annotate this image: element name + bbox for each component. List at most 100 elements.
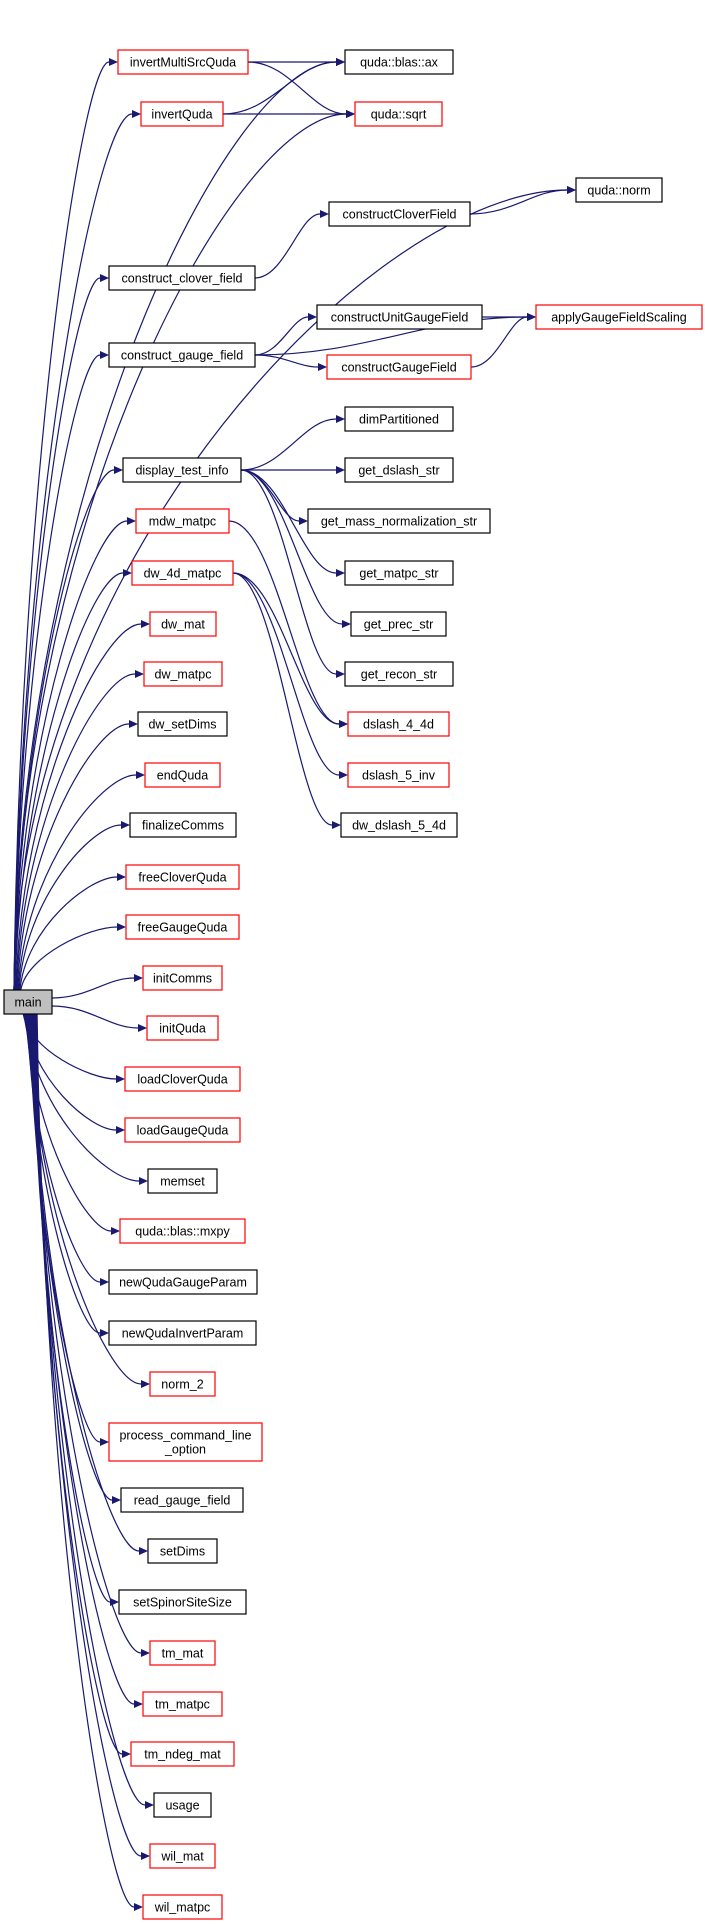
node-label-wil_matpc: wil_matpc bbox=[154, 1901, 211, 1915]
node-label-dw_dslash_5_4d: dw_dslash_5_4d bbox=[352, 819, 446, 833]
node-freeGaugeQuda[interactable]: freeGaugeQuda bbox=[125, 914, 240, 940]
node-box-construct_gauge_field bbox=[108, 342, 256, 368]
node-box-constructGaugeField bbox=[326, 354, 472, 380]
node-initQuda[interactable]: initQuda bbox=[146, 1015, 219, 1041]
edge-arrow-main-to-tm_mat bbox=[141, 1649, 150, 1657]
node-get_recon_str[interactable]: get_recon_str bbox=[344, 661, 454, 687]
edge-main-to-invertMultiSrcQuda bbox=[13, 61, 110, 991]
node-dimPartitioned[interactable]: dimPartitioned bbox=[344, 406, 454, 432]
node-wil_mat[interactable]: wil_mat bbox=[149, 1843, 216, 1869]
node-process_command_line_option[interactable]: process_command_line_option bbox=[108, 1422, 263, 1462]
node-label-construct_clover_field: construct_clover_field bbox=[122, 272, 243, 286]
node-dw_4d_matpc[interactable]: dw_4d_matpc bbox=[131, 560, 234, 586]
node-construct_gauge_field[interactable]: construct_gauge_field bbox=[108, 342, 256, 368]
node-box-dw_4d_matpc bbox=[131, 560, 234, 586]
node-get_matpc_str[interactable]: get_matpc_str bbox=[344, 560, 454, 586]
node-get_mass_normalization_str[interactable]: get_mass_normalization_str bbox=[307, 508, 491, 534]
node-newQudaInvertParam[interactable]: newQudaInvertParam bbox=[108, 1320, 257, 1346]
edge-main-to-dw_matpc bbox=[15, 673, 136, 991]
node-box-wil_matpc bbox=[142, 1894, 223, 1920]
node-mxpy[interactable]: quda::blas::mxpy bbox=[119, 1218, 246, 1244]
edge-arrow-construct_gauge_field-to-constructUnitGaugeField bbox=[308, 313, 317, 321]
edge-arrow-main-to-usage bbox=[145, 1801, 154, 1809]
edge-construct_gauge_field-to-applyGaugeFieldScaling bbox=[254, 316, 528, 356]
edge-arrow-main-to-dw_matpc bbox=[135, 670, 144, 678]
node-newQudaGaugeParam[interactable]: newQudaGaugeParam bbox=[108, 1269, 258, 1295]
node-dw_setDims[interactable]: dw_setDims bbox=[137, 711, 228, 737]
edge-main-to-freeCloverQuda bbox=[19, 876, 118, 991]
edge-dw_4d_matpc-to-dw_dslash_5_4d bbox=[232, 572, 333, 826]
edge-display_test_info-to-dimPartitioned bbox=[240, 418, 337, 471]
node-box-constructCloverField bbox=[328, 201, 471, 227]
node-initComms[interactable]: initComms bbox=[142, 965, 223, 991]
node-label-endQuda: endQuda bbox=[157, 769, 208, 783]
edge-arrow-constructCloverField-to-norm bbox=[567, 186, 576, 194]
node-box-newQudaInvertParam bbox=[108, 1320, 257, 1346]
node-dslash_4_4d[interactable]: dslash_4_4d bbox=[347, 711, 450, 737]
node-applyGaugeFieldScaling[interactable]: applyGaugeFieldScaling bbox=[535, 304, 703, 330]
edge-main-to-endQuda bbox=[17, 774, 137, 991]
node-mdw_matpc[interactable]: mdw_matpc bbox=[135, 508, 230, 534]
node-finalizeComms[interactable]: finalizeComms bbox=[129, 812, 237, 838]
node-setSpinorSiteSize[interactable]: setSpinorSiteSize bbox=[118, 1589, 247, 1615]
node-constructUnitGaugeField[interactable]: constructUnitGaugeField bbox=[316, 304, 483, 330]
edge-arrow-main-to-display_test_info bbox=[114, 466, 123, 474]
node-label-loadCloverQuda: loadCloverQuda bbox=[137, 1073, 227, 1087]
node-wil_matpc[interactable]: wil_matpc bbox=[142, 1894, 223, 1920]
node-get_dslash_str[interactable]: get_dslash_str bbox=[344, 457, 454, 483]
edge-arrow-main-to-invertMultiSrcQuda bbox=[109, 58, 118, 66]
edge-arrow-dw_4d_matpc-to-dslash_4_4d bbox=[339, 720, 348, 728]
node-box-display_test_info bbox=[122, 457, 242, 483]
node-read_gauge_field[interactable]: read_gauge_field bbox=[120, 1487, 244, 1513]
node-box-usage bbox=[153, 1792, 212, 1818]
node-loadCloverQuda[interactable]: loadCloverQuda bbox=[124, 1066, 241, 1092]
node-get_prec_str[interactable]: get_prec_str bbox=[350, 611, 447, 637]
edge-display_test_info-to-get_mass_normalization_str bbox=[240, 469, 300, 522]
edge-arrow-main-to-tm_ndeg_mat bbox=[122, 1750, 131, 1758]
node-constructCloverField[interactable]: constructCloverField bbox=[328, 201, 471, 227]
node-norm_2[interactable]: norm_2 bbox=[149, 1371, 216, 1397]
node-main[interactable]: main bbox=[3, 989, 53, 1015]
node-ax[interactable]: quda::blas::ax bbox=[344, 49, 454, 75]
edge-arrow-display_test_info-to-get_recon_str bbox=[336, 670, 345, 678]
node-box-loadCloverQuda bbox=[124, 1066, 241, 1092]
node-construct_clover_field[interactable]: construct_clover_field bbox=[108, 265, 256, 291]
node-freeCloverQuda[interactable]: freeCloverQuda bbox=[125, 864, 240, 890]
node-endQuda[interactable]: endQuda bbox=[144, 762, 221, 788]
node-invertQuda[interactable]: invertQuda bbox=[140, 101, 224, 127]
node-label-usage: usage bbox=[165, 1799, 199, 1813]
node-display_test_info[interactable]: display_test_info bbox=[122, 457, 242, 483]
node-dw_dslash_5_4d[interactable]: dw_dslash_5_4d bbox=[340, 812, 458, 838]
node-tm_matpc[interactable]: tm_matpc bbox=[142, 1691, 223, 1717]
edge-arrow-main-to-dw_4d_matpc bbox=[123, 569, 132, 577]
node-box-get_mass_normalization_str bbox=[307, 508, 491, 534]
node-constructGaugeField[interactable]: constructGaugeField bbox=[326, 354, 472, 380]
node-dw_mat[interactable]: dw_mat bbox=[149, 611, 217, 637]
edge-main-to-finalizeComms bbox=[18, 824, 122, 991]
edge-main-to-invertQuda bbox=[13, 113, 133, 991]
node-label-tm_matpc: tm_matpc bbox=[155, 1698, 210, 1712]
node-usage[interactable]: usage bbox=[153, 1792, 212, 1818]
edge-main-to-mdw_matpc bbox=[13, 520, 128, 991]
node-norm[interactable]: quda::norm bbox=[575, 177, 663, 203]
node-box-sqrt bbox=[354, 101, 443, 127]
node-sqrt[interactable]: quda::sqrt bbox=[354, 101, 443, 127]
node-box-newQudaGaugeParam bbox=[108, 1269, 258, 1295]
node-tm_ndeg_mat[interactable]: tm_ndeg_mat bbox=[130, 1741, 235, 1767]
node-label-construct_gauge_field: construct_gauge_field bbox=[121, 349, 243, 363]
node-box-get_matpc_str bbox=[344, 560, 454, 586]
node-dw_matpc[interactable]: dw_matpc bbox=[143, 661, 223, 687]
node-loadGaugeQuda[interactable]: loadGaugeQuda bbox=[124, 1117, 241, 1143]
edge-main-to-dw_setDims bbox=[16, 723, 130, 991]
node-setDims[interactable]: setDims bbox=[147, 1538, 218, 1564]
node-memset[interactable]: memset bbox=[147, 1168, 218, 1194]
edge-arrow-main-to-initQuda bbox=[138, 1024, 147, 1032]
edge-arrow-main-to-memset bbox=[139, 1177, 148, 1185]
edge-arrow-display_test_info-to-get_dslash_str bbox=[336, 466, 345, 474]
node-dslash_5_inv[interactable]: dslash_5_inv bbox=[347, 762, 450, 788]
node-invertMultiSrcQuda[interactable]: invertMultiSrcQuda bbox=[117, 49, 249, 75]
node-label-dimPartitioned: dimPartitioned bbox=[359, 413, 439, 427]
edge-main-to-freeGaugeQuda bbox=[20, 926, 118, 991]
node-box-tm_matpc bbox=[142, 1691, 223, 1717]
node-tm_mat[interactable]: tm_mat bbox=[149, 1640, 216, 1666]
